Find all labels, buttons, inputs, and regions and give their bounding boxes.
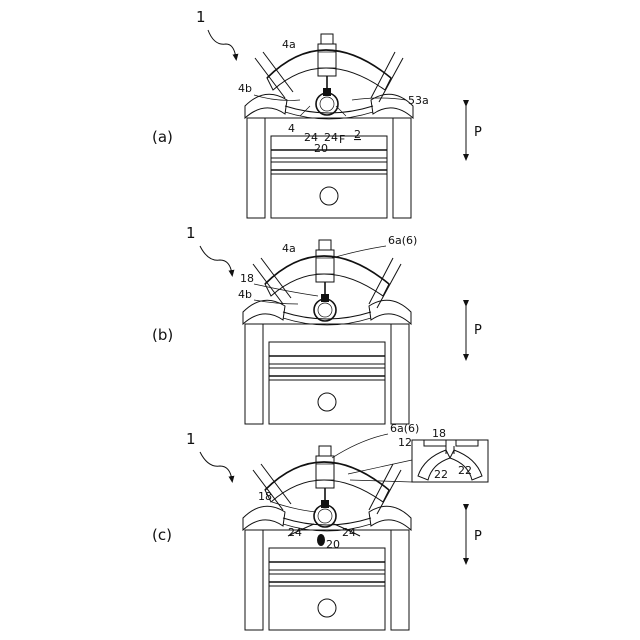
leader-18-b — [254, 284, 318, 296]
detail-label-18: 18 — [432, 427, 446, 440]
engine-a — [245, 34, 413, 218]
label-18-c: 18 — [258, 490, 272, 503]
label-20-a: 20 — [314, 142, 328, 155]
ref-arrow-b — [200, 246, 232, 274]
leader-6a-b — [332, 246, 386, 258]
label-6a-c: 6a(6) — [390, 422, 419, 435]
label-24-right-c: 24 — [342, 526, 356, 539]
panel-label-a: (a) — [152, 128, 173, 146]
panel-c: 1 6a(6) 18 24 24 20 (c) P 18 — [152, 422, 488, 630]
direction-label-c: P — [474, 529, 482, 544]
label-18-b: 18 — [240, 272, 254, 285]
detail-label-22-right: 22 — [458, 464, 472, 477]
detail-label-22-left: 22 — [434, 468, 448, 481]
ref-label-a: 1 — [196, 8, 206, 26]
label-4b-a: 4b — [238, 82, 252, 95]
engine-b — [243, 240, 411, 424]
direction-label-a: P — [474, 125, 482, 140]
panel-b: 1 4a 6a(6) 18 4b (b) P — [152, 224, 482, 424]
detail-inset: 18 12 22 22 — [348, 427, 488, 482]
leader-53a — [352, 98, 406, 100]
leader-6a-c — [332, 434, 388, 458]
panel-label-c: (c) — [152, 526, 172, 544]
label-4a-b: 4a — [282, 242, 296, 255]
label-4-a: 4 — [288, 122, 295, 135]
ref-label-b: 1 — [186, 224, 196, 242]
detail-connector-upper — [348, 460, 412, 474]
detail-connector-lower — [350, 480, 412, 482]
ref-label-c: 1 — [186, 430, 196, 448]
label-6a-b: 6a(6) — [388, 234, 417, 247]
label-2-a: 2 — [354, 128, 361, 141]
label-4b-b: 4b — [238, 288, 252, 301]
panel-a: 1 4a 4b 53a 4 24 24 F 2 20 (a) P — [152, 8, 482, 218]
detail-label-12: 12 — [398, 436, 412, 449]
ref-arrow-a — [208, 30, 236, 58]
fuel-droplet-c — [317, 534, 325, 546]
direction-label-b: P — [474, 323, 482, 338]
panel-label-b: (b) — [152, 326, 173, 344]
ref-arrow-c — [200, 452, 232, 480]
label-53a: 53a — [408, 94, 429, 107]
label-F-a: F — [339, 133, 345, 146]
label-24-left-c: 24 — [288, 526, 302, 539]
label-4a-a: 4a — [282, 38, 296, 51]
label-20-c: 20 — [326, 538, 340, 551]
